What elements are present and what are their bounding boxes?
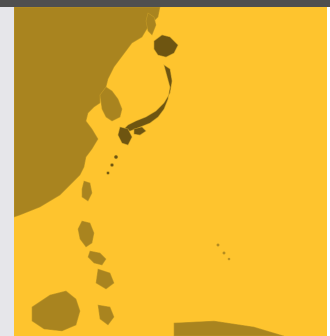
island-ryukyu-1[interactable]	[113, 154, 119, 160]
land-mainland-asia[interactable]	[14, 7, 161, 218]
land-philippines-mindanao[interactable]	[95, 268, 115, 290]
land-borneo[interactable]	[31, 290, 81, 332]
right-panel-edge	[327, 7, 330, 336]
land-sulawesi[interactable]	[97, 304, 115, 326]
land-korean-peninsula[interactable]	[99, 86, 123, 122]
land-honshu[interactable]	[123, 64, 173, 132]
map-canvas[interactable]	[14, 7, 327, 336]
land-new-guinea[interactable]	[173, 320, 285, 336]
island-pacific-2[interactable]	[222, 251, 226, 255]
land-shikoku[interactable]	[133, 126, 147, 136]
island-pacific-3[interactable]	[227, 257, 231, 261]
land-hokkaido[interactable]	[153, 34, 179, 58]
window-top-bar	[0, 0, 330, 7]
land-philippines-luzon[interactable]	[77, 220, 95, 248]
land-sakhalin[interactable]	[145, 12, 157, 36]
land-kyushu[interactable]	[117, 126, 133, 146]
island-ryukyu-2[interactable]	[110, 163, 114, 167]
left-panel-edge	[0, 7, 14, 336]
map-svg[interactable]	[14, 7, 327, 336]
island-pacific-1[interactable]	[216, 243, 220, 247]
land-taiwan[interactable]	[81, 180, 93, 202]
island-ryukyu-3[interactable]	[106, 171, 110, 175]
land-philippines-visayas[interactable]	[87, 250, 107, 266]
